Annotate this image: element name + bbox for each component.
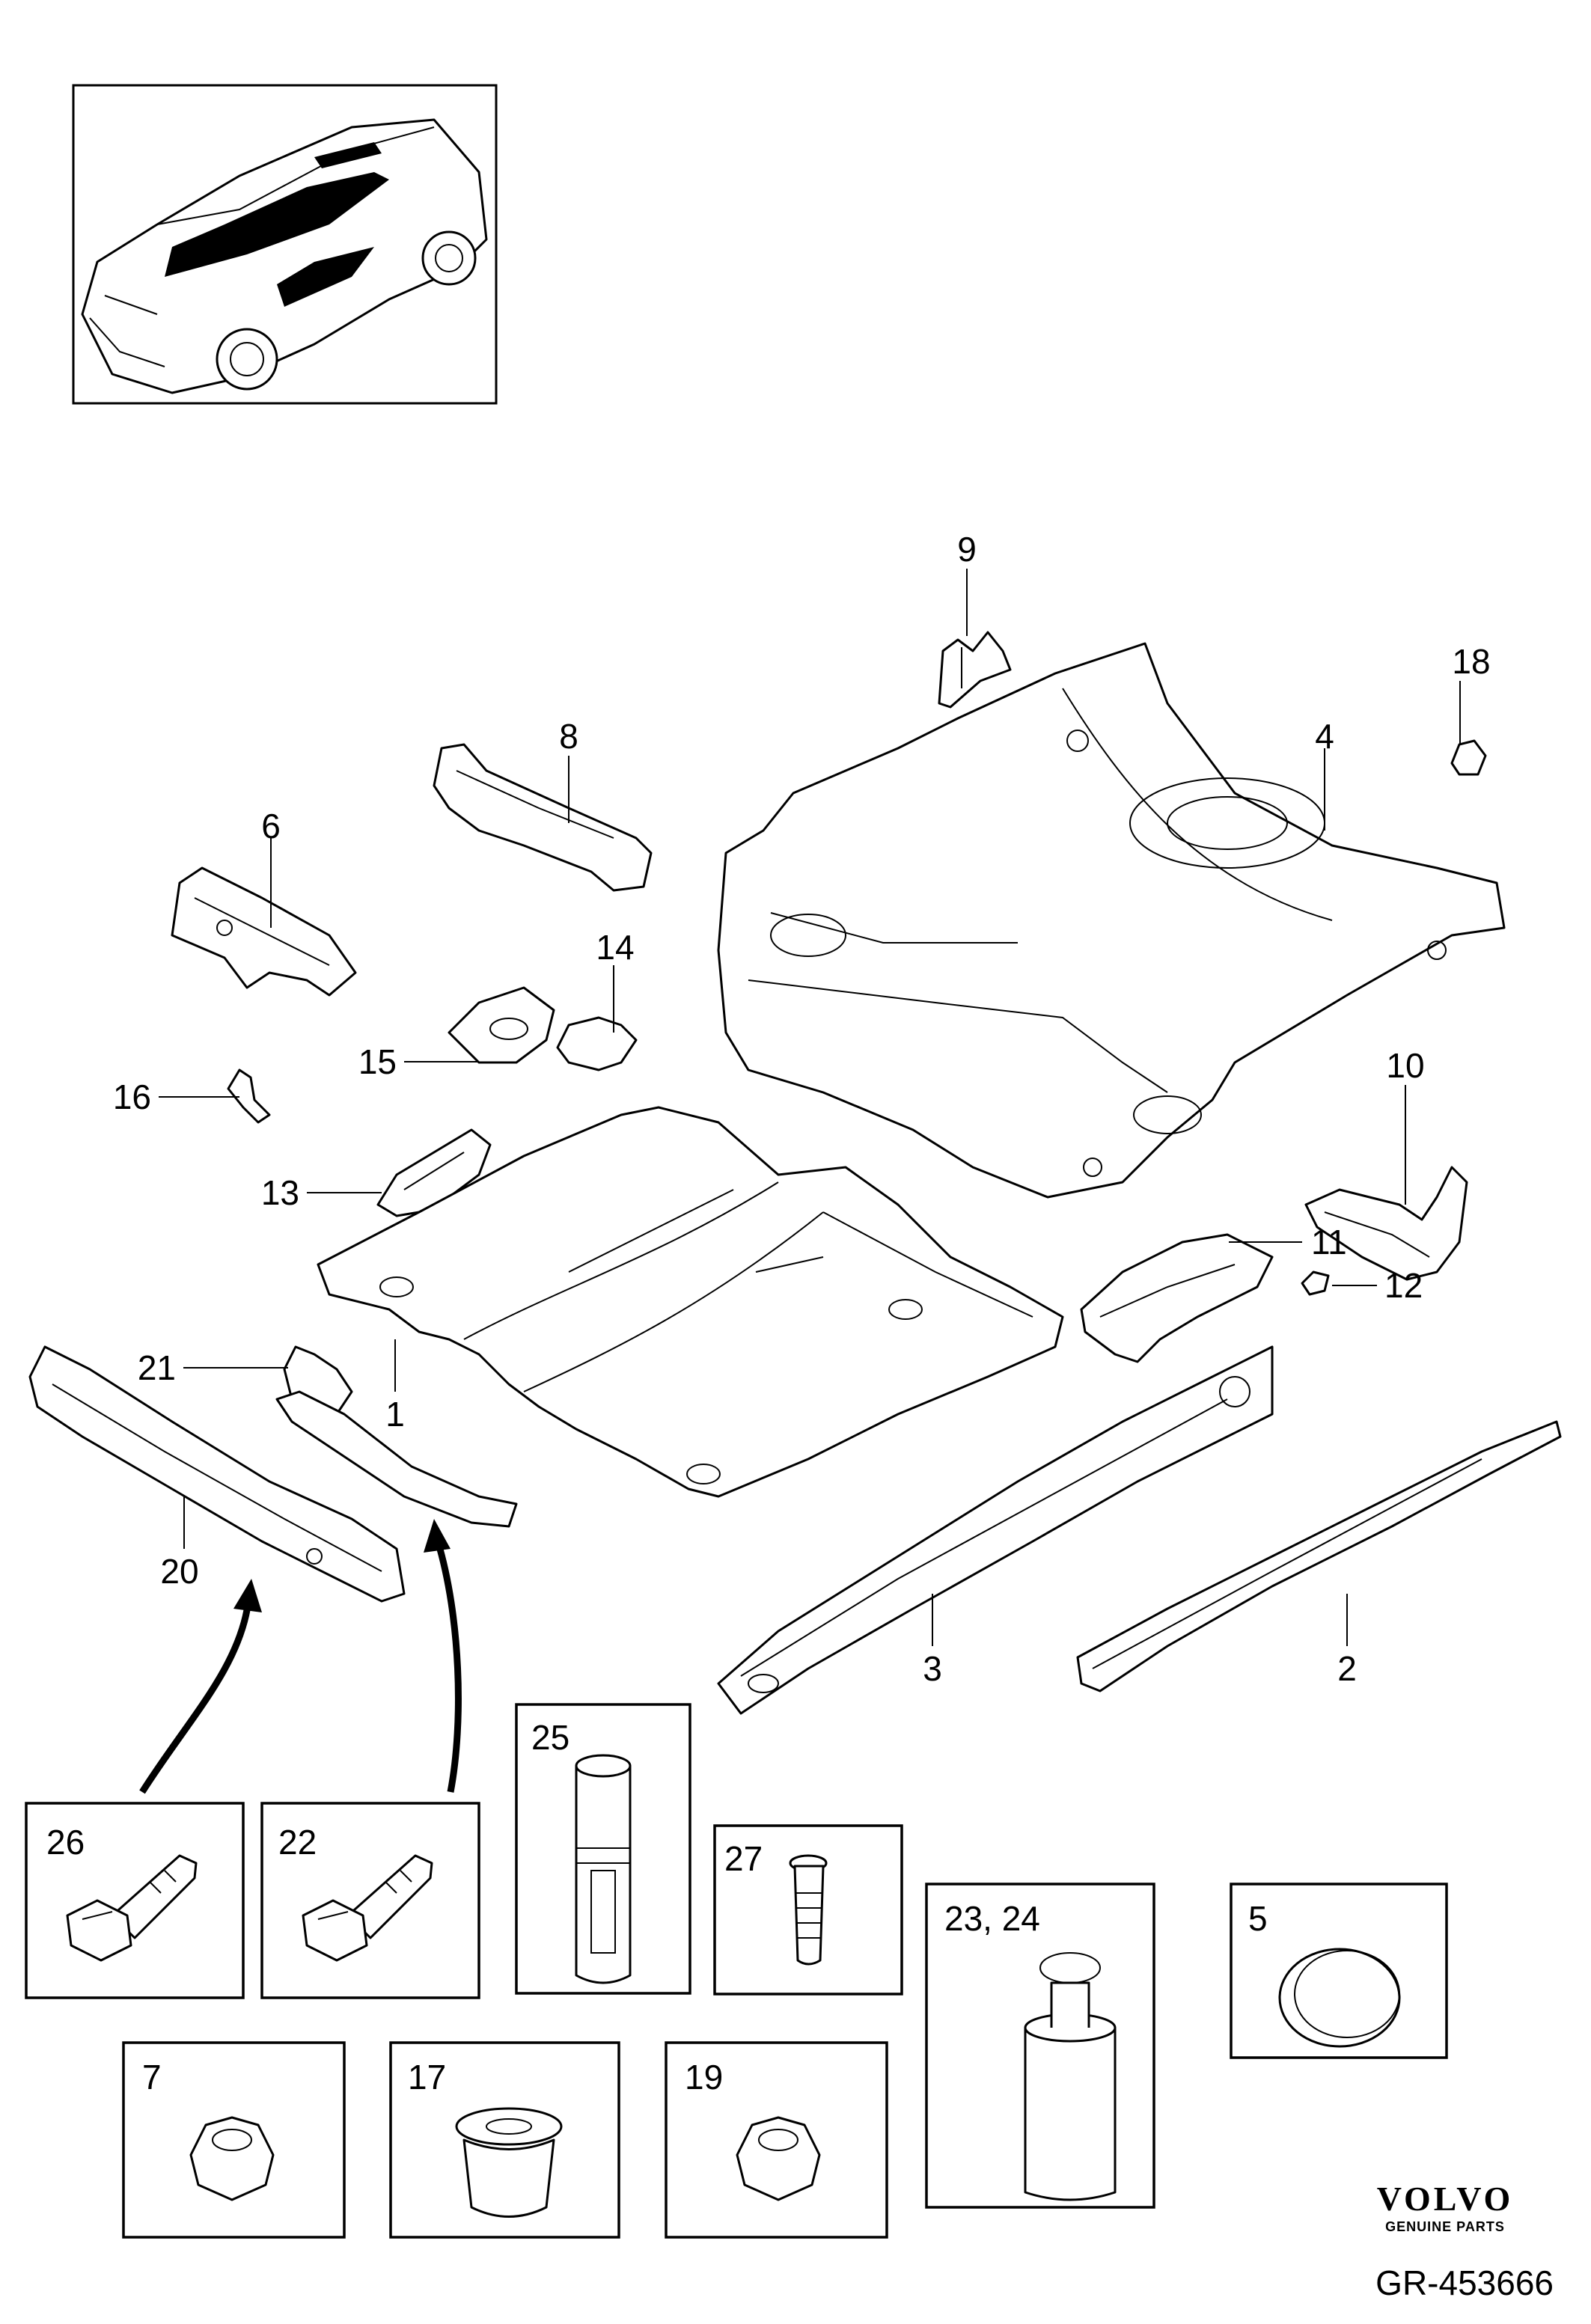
box-23-24-label: 23, 24 — [944, 1899, 1040, 1938]
leader-lines — [159, 569, 1461, 1646]
box-19: 19 — [665, 2041, 888, 2239]
part-2-sill — [1076, 1420, 1562, 1692]
part-21-arm — [275, 1390, 518, 1528]
callout-20: 20 — [160, 1552, 198, 1591]
callout-3: 3 — [923, 1649, 942, 1688]
part-1-front-floor — [317, 1106, 1064, 1498]
callout-14: 14 — [596, 928, 634, 967]
box-5: 5 — [1230, 1883, 1448, 2059]
callout-15: 15 — [358, 1042, 397, 1081]
callout-16: 16 — [113, 1077, 151, 1116]
figure-reference: GR-453666 — [1375, 2263, 1554, 2302]
part-15-bracket — [448, 986, 555, 1064]
callout-8: 8 — [559, 717, 578, 756]
callout-18: 18 — [1452, 642, 1490, 681]
callout-12: 12 — [1384, 1266, 1423, 1305]
callout-9: 9 — [957, 530, 977, 569]
callout-11: 11 — [1311, 1223, 1347, 1262]
vehicle-thumbnail — [72, 84, 498, 405]
part-3-side-member — [717, 1345, 1274, 1715]
box-22-label: 22 — [278, 1823, 317, 1862]
callout-4: 4 — [1315, 717, 1334, 756]
part-9-bracket — [938, 631, 1012, 709]
box-25-label: 25 — [531, 1718, 569, 1757]
box-26: 26 — [25, 1802, 245, 1999]
callout-13: 13 — [261, 1173, 299, 1212]
box-5-label: 5 — [1248, 1899, 1268, 1938]
part-4-rear-floor — [717, 642, 1506, 1199]
box-23-24: 23, 24 — [925, 1883, 1155, 2209]
box-27-label: 27 — [724, 1839, 763, 1878]
callout-1: 1 — [385, 1395, 405, 1434]
box-17: 17 — [389, 2041, 620, 2239]
part-8-member — [433, 743, 653, 892]
callout-2: 2 — [1337, 1649, 1357, 1688]
part-13-bracket — [376, 1128, 492, 1217]
box-7-label: 7 — [142, 2058, 162, 2097]
part-6-member — [171, 866, 357, 997]
part-18-clip — [1450, 739, 1487, 776]
box-22: 22 — [260, 1802, 480, 1999]
box-25: 25 — [515, 1703, 691, 1995]
callouts: 9 18 4 8 6 14 15 16 10 11 12 13 21 1 20 … — [113, 530, 1491, 1688]
part-11-member — [1080, 1233, 1274, 1363]
box-26-label: 26 — [46, 1823, 85, 1862]
genuine-parts-label: GENUINE PARTS — [1385, 2219, 1505, 2234]
part-12-clip — [1301, 1270, 1330, 1296]
part-10-bracket — [1304, 1166, 1468, 1281]
part-16-clip — [227, 1068, 271, 1124]
callout-10: 10 — [1386, 1046, 1424, 1085]
box-17-label: 17 — [408, 2058, 446, 2097]
box-27: 27 — [713, 1824, 903, 1996]
part-14-bracket — [556, 1016, 638, 1071]
callout-6: 6 — [261, 807, 281, 845]
box-7: 7 — [122, 2041, 346, 2239]
volvo-logo: VOLVO — [1376, 2180, 1514, 2218]
part-20-cross-member — [28, 1345, 406, 1603]
callout-21: 21 — [138, 1348, 176, 1387]
reference-arrows — [139, 1519, 462, 1794]
box-19-label: 19 — [685, 2058, 723, 2097]
